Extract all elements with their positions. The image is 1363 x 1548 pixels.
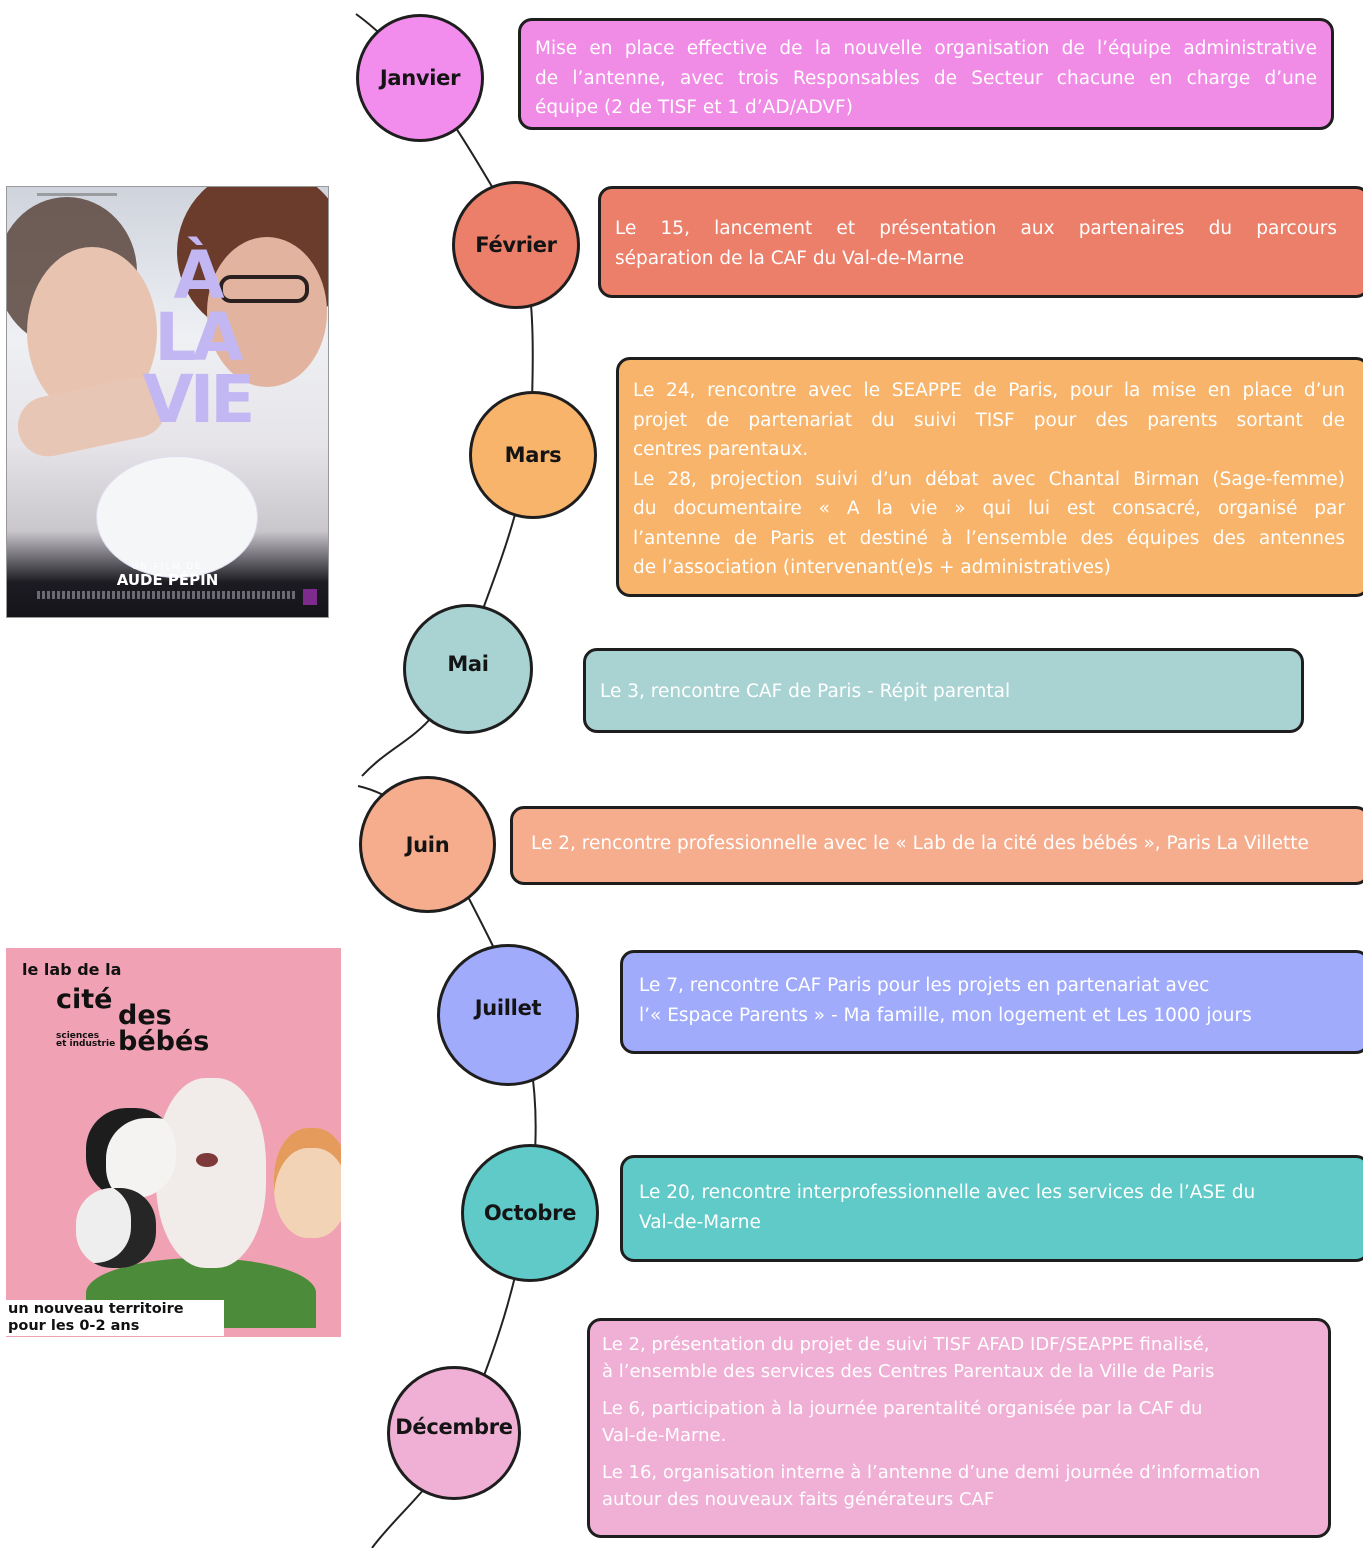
glasses-graphic	[219, 275, 309, 303]
kitten-graphic	[156, 1078, 266, 1268]
event-box-janvier: Mise en place effective de la nouvelle o…	[518, 18, 1334, 130]
poster2-bebes: bébés	[118, 1026, 210, 1057]
poster2-line1: le lab de la	[22, 960, 122, 979]
month-octobre: Octobre	[461, 1144, 599, 1282]
month-fevrier: Février	[452, 181, 580, 309]
event-box-juin: Le 2, rencontre professionnelle avec le …	[510, 806, 1363, 885]
month-juin: Juin	[359, 776, 496, 913]
kitten-graphic	[274, 1128, 341, 1238]
month-decembre: Décembre	[387, 1366, 521, 1500]
poster-title: À LA VIE	[142, 237, 256, 438]
poster-director: AUDE PÉPIN	[116, 571, 219, 589]
broadcaster-logo	[303, 589, 317, 605]
month-juillet: Juillet	[437, 944, 579, 1086]
event-box-mai: Le 3, rencontre CAF de Paris - Répit par…	[583, 648, 1304, 733]
a-la-vie-movie-poster: À LA VIE UN FILM DE AUDE PÉPIN	[6, 186, 329, 618]
poster2-cite: cité	[56, 984, 113, 1015]
event-box-octobre: Le 20, rencontre interprofessionnelle av…	[620, 1155, 1363, 1262]
lab-cite-des-bebes-poster: le lab de la cité des bébés sciences et …	[6, 948, 341, 1337]
kitten-graphic	[76, 1188, 156, 1268]
poster-credits	[37, 591, 297, 599]
event-box-decembre: Le 2, présentation du projet de suivi TI…	[587, 1318, 1331, 1538]
poster2-tagline: un nouveau territoire pour les 0-2 ans	[6, 1300, 224, 1336]
poster2-sciences: sciences et industrie	[56, 1031, 116, 1049]
poster-subtitle: UN FILM DE	[131, 561, 203, 571]
event-box-mars: Le 24, rencontre avec le SEAPPE de Paris…	[616, 357, 1363, 597]
kitten-graphic	[86, 1108, 176, 1198]
poster2-des: des	[118, 1000, 172, 1031]
baby-graphic	[97, 457, 257, 577]
month-mars: Mars	[469, 391, 597, 519]
month-janvier: Janvier	[356, 14, 484, 142]
month-mai: Mai	[403, 604, 533, 734]
event-box-fevrier: Le 15, lancement et présentation aux par…	[598, 186, 1363, 298]
event-box-juillet: Le 7, rencontre CAF Paris pour les proje…	[620, 950, 1363, 1054]
